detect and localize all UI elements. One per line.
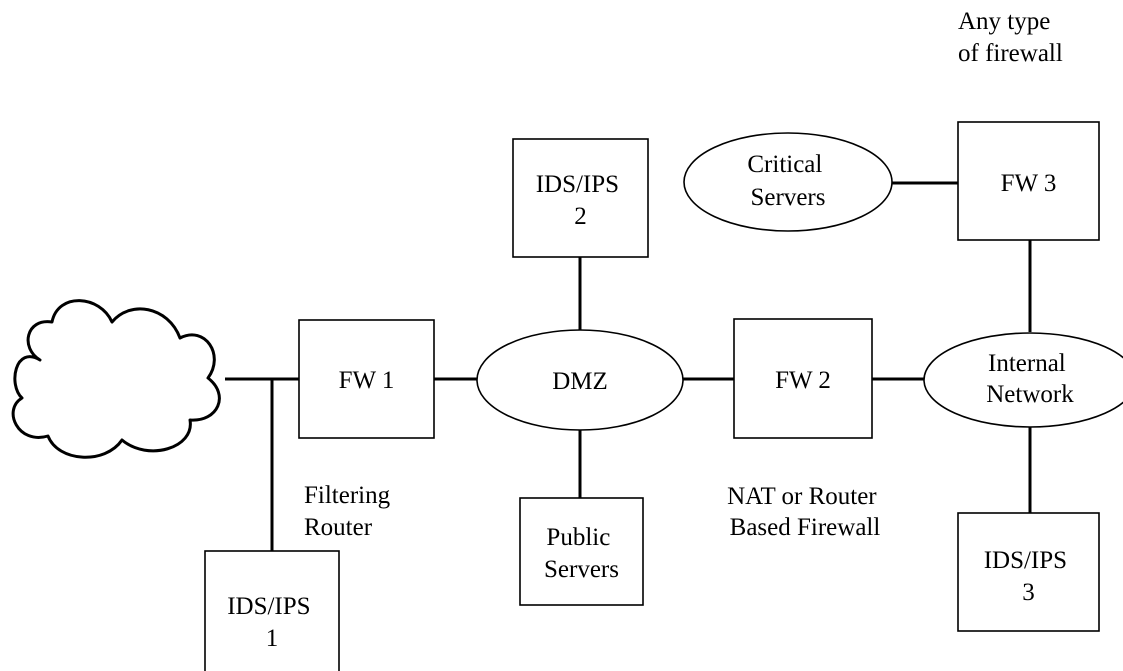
node-fw3: FW 3 [957, 121, 1100, 241]
node-ids-ips-2: IDS/IPS 2 [512, 138, 649, 258]
fw2-label: FW 2 [775, 367, 831, 394]
node-fw1: FW 1 [298, 319, 435, 439]
dmz-label: DMZ [552, 368, 608, 395]
ids-ips-3-label: IDS/IPS 3 [984, 547, 1074, 606]
fw3-label: FW 3 [1001, 170, 1057, 197]
cloud-icon [11, 299, 221, 459]
ids-ips-2-label: IDS/IPS 2 [536, 171, 626, 230]
filtering-router-caption: Filtering Router [304, 482, 396, 541]
fw1-label: FW 1 [339, 367, 395, 394]
ids-ips-3-box [957, 512, 1100, 632]
critical-servers-label: Critical Servers [747, 151, 828, 211]
internal-network-ellipse [923, 332, 1123, 428]
ids-ips-2-box [512, 138, 649, 258]
any-firewall-caption: Any type of firewall [958, 8, 1063, 67]
dmz-ellipse [476, 329, 684, 431]
ids-ips-1-label: IDS/IPS 1 [227, 593, 317, 652]
ids-ips-1-box [204, 550, 340, 671]
public-servers-box [519, 497, 644, 606]
node-public-servers: Public Servers [519, 497, 644, 606]
fw2-box [733, 318, 873, 439]
nat-router-firewall-caption: NAT or Router Based Firewall [727, 483, 883, 541]
node-internal-network: Internal Network [923, 332, 1123, 428]
node-ids-ips-1: IDS/IPS 1 [204, 550, 340, 671]
node-critical-servers: Critical Servers [683, 132, 893, 232]
critical-servers-ellipse [683, 132, 893, 232]
fw1-box [298, 319, 435, 439]
node-ids-ips-3: IDS/IPS 3 [957, 512, 1100, 632]
node-fw2: FW 2 [733, 318, 873, 439]
fw3-box [957, 121, 1100, 241]
public-servers-label: Public Servers [544, 524, 619, 583]
connections [225, 181, 1032, 551]
node-dmz: DMZ [476, 329, 684, 431]
internal-network-label: Internal Network [986, 350, 1074, 408]
